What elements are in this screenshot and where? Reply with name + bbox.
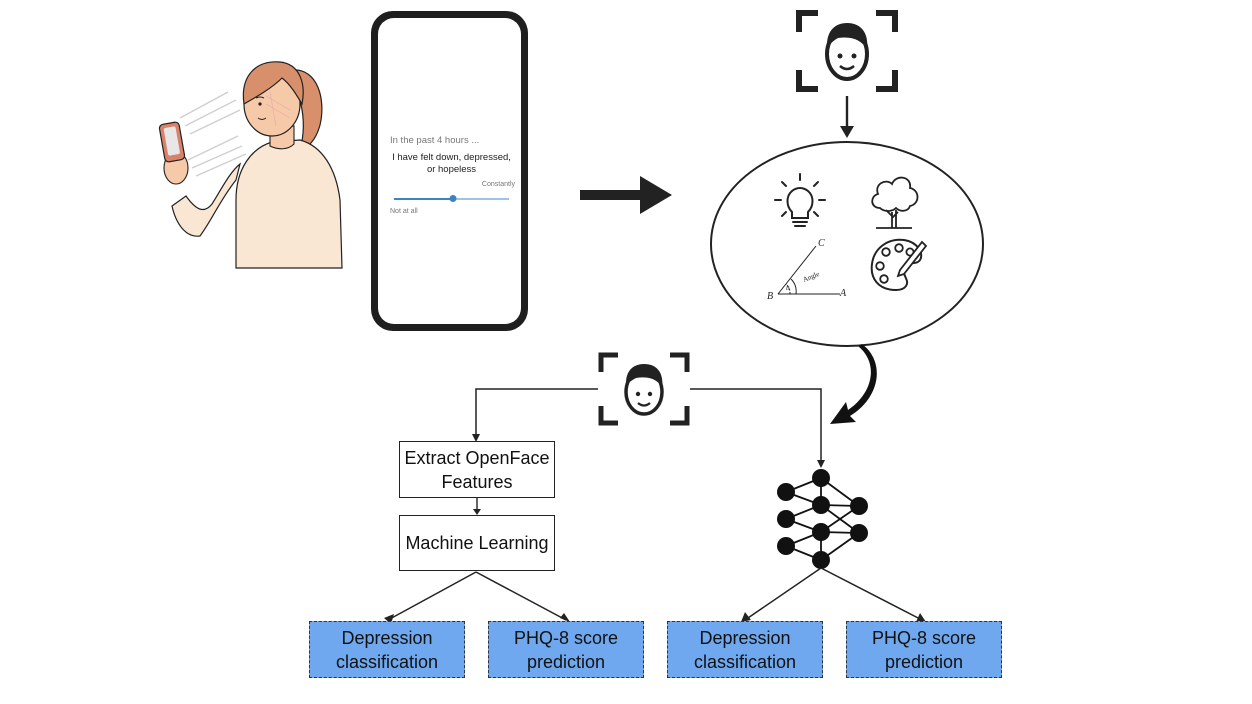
scale-min-label: Not at all <box>390 208 418 215</box>
output-split-arrows <box>384 568 926 624</box>
lightbulb-icon <box>774 173 826 227</box>
right-arrow <box>580 176 672 214</box>
angle-point-b: B <box>767 291 773 302</box>
neural-network-icon <box>777 469 868 569</box>
machine-learning-box: Machine Learning <box>399 515 555 571</box>
tree-icon <box>871 176 919 229</box>
scale-max-label: Constantly <box>481 181 515 188</box>
extract-to-ml-arrow <box>473 497 481 515</box>
face-scan-icon <box>796 10 898 92</box>
output-depression-classification-left: Depression classification <box>309 621 465 678</box>
angle-diagram-icon: C B A b Angle <box>767 238 847 302</box>
angle-symbol: b <box>786 284 790 292</box>
branch-connectors <box>472 388 825 468</box>
smartphone: In the past 4 hours ... I have felt down… <box>371 11 528 331</box>
extract-openface-features-box: Extract OpenFace Features <box>399 441 555 498</box>
output-depression-classification-right: Depression classification <box>667 621 823 678</box>
palette-icon <box>870 238 928 292</box>
down-arrow <box>840 96 854 138</box>
face-scan-icon-bottom <box>598 352 690 426</box>
slider-thumb[interactable] <box>449 195 457 202</box>
angle-point-a: A <box>839 288 847 299</box>
output-phq8-prediction-right: PHQ-8 score prediction <box>846 621 1002 678</box>
angle-point-c: C <box>818 238 825 249</box>
survey-question: I have felt down, depressed, or hopeless <box>392 152 511 175</box>
survey-slider[interactable] <box>394 195 509 202</box>
person-with-phone-illustration <box>158 61 343 269</box>
angle-label: Angle <box>802 270 821 284</box>
output-phq8-prediction-left: PHQ-8 score prediction <box>488 621 644 678</box>
curved-arrow <box>830 344 877 424</box>
phone-screen: In the past 4 hours ... I have felt down… <box>378 18 521 324</box>
survey-prompt-prefix: In the past 4 hours ... <box>390 135 480 146</box>
slider-fill <box>394 198 453 200</box>
